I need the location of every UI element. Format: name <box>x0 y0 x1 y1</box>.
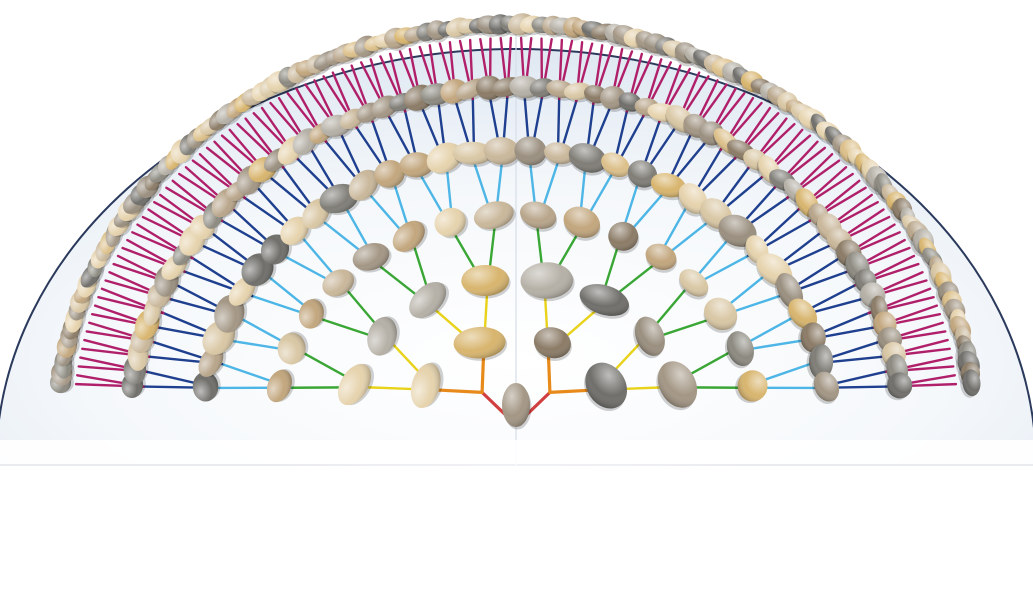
bottom-fade <box>0 410 1033 601</box>
soft-fade <box>46 410 986 530</box>
pebble-shading <box>738 370 768 401</box>
